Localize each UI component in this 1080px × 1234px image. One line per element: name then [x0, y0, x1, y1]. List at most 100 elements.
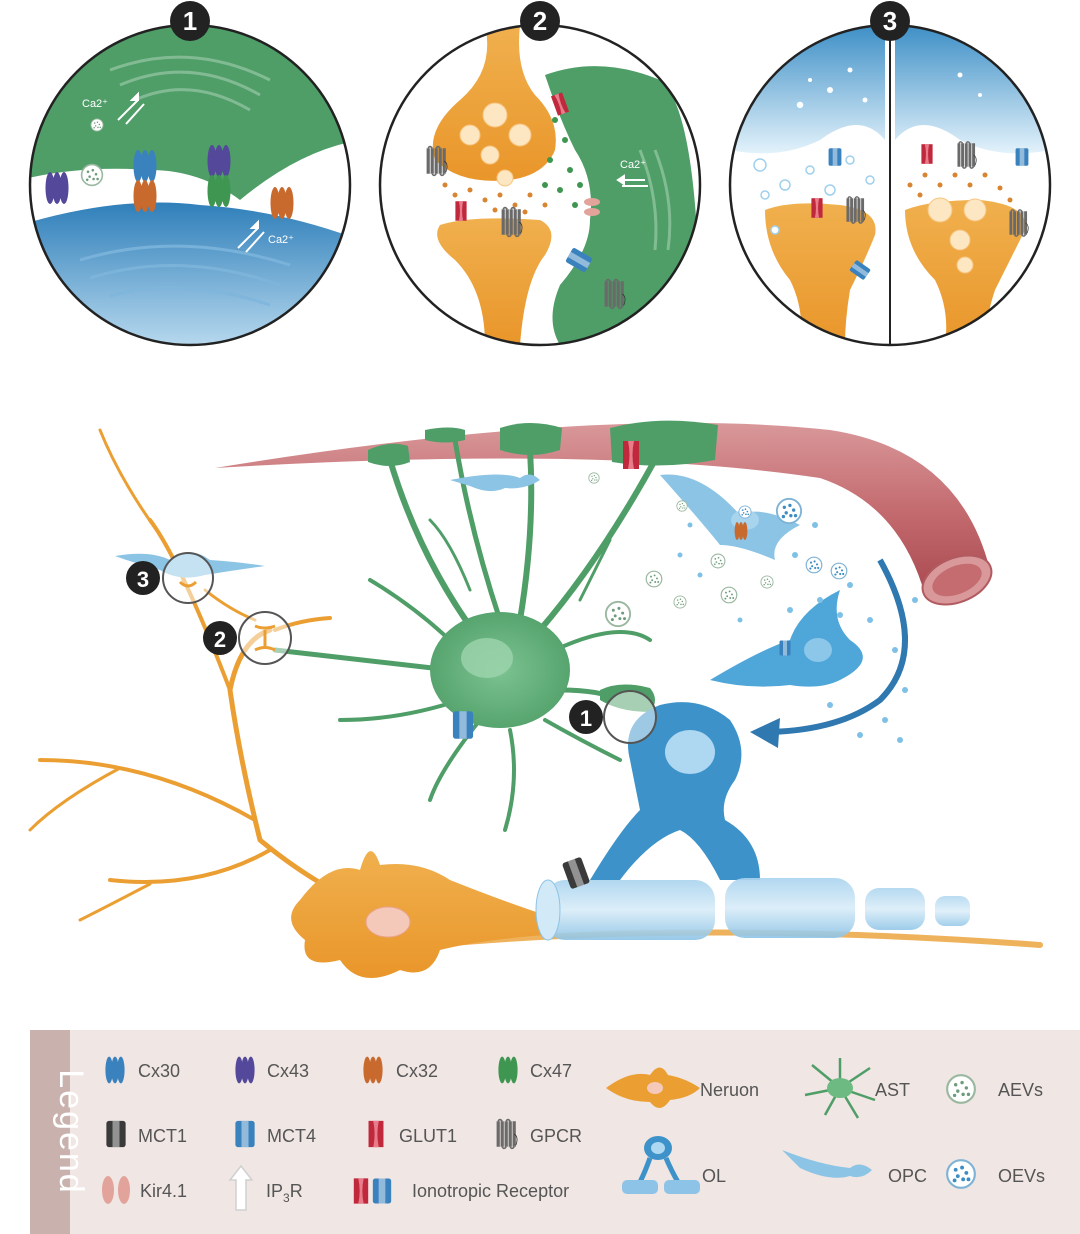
ip3r-icon	[228, 1164, 254, 1211]
oev-vesicle	[805, 556, 823, 574]
cx43-channel	[207, 145, 231, 177]
legend-label-aevs: AEVs	[998, 1080, 1043, 1100]
ionotropic-receptor	[828, 148, 842, 166]
legend-label-gpcr: GPCR	[530, 1126, 582, 1146]
calcium-label: Ca2⁺	[620, 159, 646, 171]
mct1-icon	[106, 1120, 126, 1148]
synaptic-vesicles	[459, 102, 532, 187]
ionotropic-receptor	[811, 198, 823, 218]
opc-legend-icon	[782, 1150, 872, 1178]
panel-3-number: 3	[883, 6, 897, 36]
aev-legend-icon	[946, 1074, 976, 1104]
aev-vesicle	[710, 553, 726, 569]
marker-2: 2	[203, 611, 292, 665]
migration-arrow-head	[750, 718, 780, 748]
gpcr-receptor	[604, 278, 627, 310]
glut1-icon	[368, 1120, 384, 1148]
ip3r-arrow-icon	[237, 219, 265, 253]
oligodendrocyte-cell	[590, 702, 760, 880]
neuron-legend-icon	[606, 1067, 700, 1109]
gpcr-icon	[496, 1117, 519, 1151]
legend: Legend Cx30 Cx43 Cx32 Cx47 MCT1 MCT4 GLU…	[30, 1030, 1080, 1234]
aev-vesicle	[676, 500, 688, 512]
legend-label-cx30: Cx30	[138, 1061, 180, 1081]
legend-label-ol: OL	[702, 1166, 726, 1186]
glut1-transporter	[623, 441, 639, 469]
kir41-icon	[102, 1176, 130, 1204]
aev-vesicle	[588, 472, 600, 484]
legend-label-ip3r: IP3R	[266, 1181, 303, 1205]
er-organelle	[638, 149, 672, 251]
cx32-icon	[363, 1056, 383, 1084]
oev-legend-icon	[946, 1159, 976, 1189]
ast-legend-icon	[804, 1058, 876, 1119]
legend-label-mct4: MCT4	[267, 1126, 316, 1146]
legend-label-glut1: GLUT1	[399, 1126, 457, 1146]
aev-vesicle	[720, 586, 738, 604]
legend-background	[30, 1030, 1080, 1234]
vesicles-in-terminal	[927, 197, 987, 274]
calcium-label-top: Ca2⁺	[82, 98, 108, 110]
legend-title: Legend	[52, 1069, 90, 1194]
cx43-channel	[45, 172, 69, 204]
panel-1-gap-junction: Ca2⁺ Ca2⁺ 1	[28, 1, 352, 347]
cx30-icon	[105, 1056, 125, 1084]
calcium-label-bottom: Ca2⁺	[268, 234, 294, 246]
oev-dots	[677, 522, 918, 743]
oligodendrocyte-membrane	[30, 202, 350, 345]
legend-label-neuron: Neruon	[700, 1080, 759, 1100]
aev-vesicle	[80, 163, 104, 187]
panel-2-synapse: Ca2⁺ 2	[378, 1, 702, 347]
postsynaptic-terminal-left	[765, 203, 876, 345]
mct4-transporter	[452, 711, 474, 739]
legend-label-kir41: Kir4.1	[140, 1181, 187, 1201]
oligodendrocyte-nucleus	[665, 730, 715, 774]
er-organelle-top	[109, 55, 271, 112]
gpcr-receptor	[957, 140, 978, 170]
cx47-icon	[498, 1056, 518, 1084]
ionotropic-icon-blue	[372, 1178, 392, 1204]
opc-cell-upper	[450, 474, 800, 560]
migration-arrow	[769, 558, 908, 735]
ionotropic-icon-red	[353, 1178, 369, 1204]
legend-title-bar	[30, 1030, 70, 1234]
oev-vesicle	[775, 497, 803, 525]
marker-1: 1	[569, 690, 657, 744]
mct4-icon	[235, 1120, 255, 1148]
panel-1-badge	[170, 1, 210, 41]
panel-1-number: 1	[183, 6, 197, 36]
aev-vesicle	[673, 595, 687, 609]
gpcr-receptor	[501, 206, 524, 238]
marker-3: 3	[126, 552, 214, 604]
er-organelle-bottom	[79, 244, 291, 307]
myelin-sheath	[535, 878, 970, 941]
mct4-transporter	[779, 640, 791, 656]
gpcr-receptor	[426, 145, 449, 177]
gpcr-receptor	[1009, 208, 1030, 238]
gpcr-receptor	[846, 195, 867, 225]
marker-2-number: 2	[214, 627, 226, 652]
cx32-channel	[270, 187, 294, 219]
legend-label-opc: OPC	[888, 1166, 927, 1186]
legend-label-ast: AST	[875, 1080, 910, 1100]
gliotransmitters	[542, 117, 583, 208]
neurotransmitters	[907, 172, 1013, 203]
aev-vesicle	[760, 575, 774, 589]
cx43-icon	[235, 1056, 255, 1084]
ionotropic-receptor	[921, 144, 933, 164]
marker-1-number: 1	[580, 706, 592, 731]
cx30-channel	[133, 150, 157, 182]
neuron-soma	[291, 851, 545, 978]
panel-3-badge	[870, 1, 910, 41]
astrocyte-nucleus	[461, 638, 513, 678]
neuron-nucleus	[365, 906, 411, 938]
cx32-channel	[734, 522, 748, 540]
oev-vesicles	[753, 100, 875, 235]
cx47-channel	[207, 175, 231, 207]
kir41-channel	[584, 198, 600, 216]
aev-vesicle	[90, 118, 104, 132]
postsynaptic-terminal	[437, 218, 552, 345]
oev-vesicle	[738, 505, 752, 519]
